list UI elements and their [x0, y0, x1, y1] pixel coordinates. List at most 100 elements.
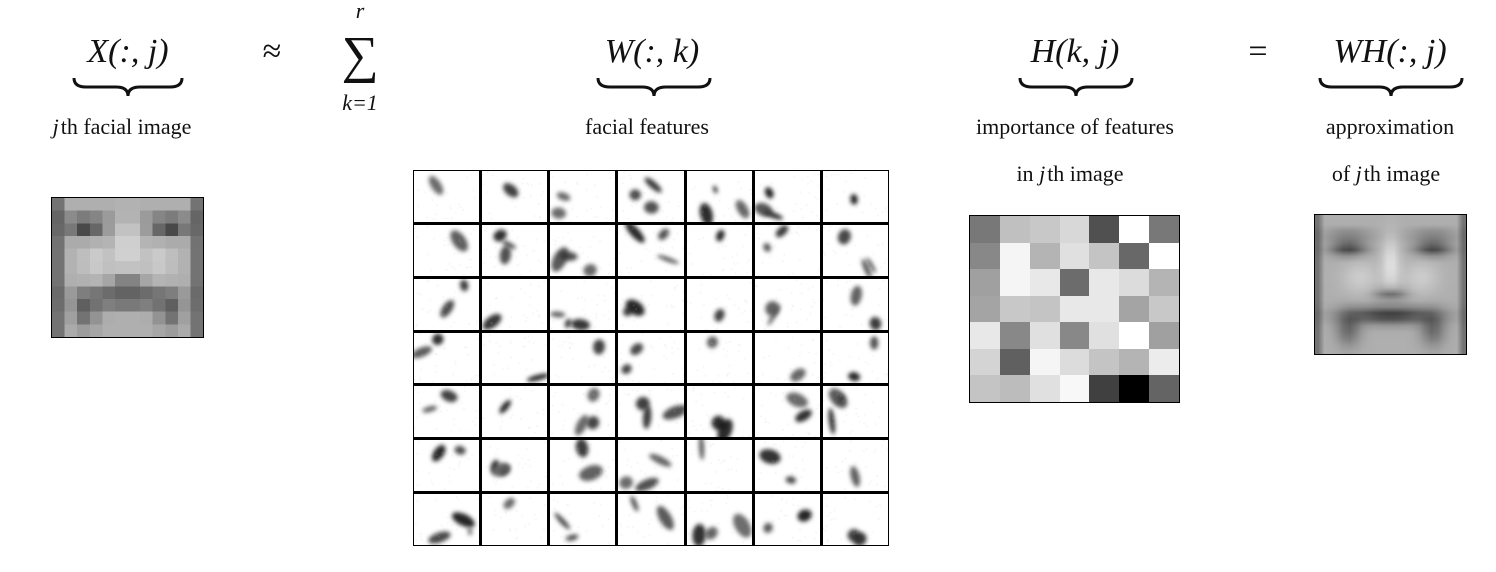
feature-tile	[414, 440, 480, 492]
matrix-cell	[970, 269, 1000, 296]
feature-tile	[822, 332, 888, 384]
matrix-cell	[999, 216, 1030, 243]
matrix-cell	[1149, 322, 1179, 349]
facial-image	[51, 197, 204, 338]
x-column-expression: X(:, j)	[87, 33, 169, 70]
matrix-cell	[1029, 242, 1060, 270]
h-label-rest: th image	[1047, 161, 1124, 186]
matrix-cell	[970, 216, 1000, 243]
feature-tile	[618, 386, 684, 438]
feature-tile	[686, 494, 752, 545]
feature-tile	[414, 332, 480, 384]
matrix-cell	[970, 242, 1000, 270]
matrix-cell	[1149, 269, 1179, 296]
x-label-text: th facial image	[60, 114, 192, 139]
feature-tile	[414, 224, 480, 276]
feature-tile	[822, 440, 888, 492]
matrix-cell	[1059, 322, 1090, 349]
wh-underbrace	[1318, 77, 1464, 97]
matrix-cell	[1119, 242, 1150, 270]
matrix-cell	[970, 295, 1000, 323]
h-label-line2: in jth image	[1016, 161, 1123, 187]
x-underbrace	[72, 77, 184, 97]
matrix-cell	[1119, 348, 1150, 376]
w-underbrace	[596, 77, 712, 97]
feature-tile	[550, 386, 616, 438]
sum-upper-limit: r	[355, 0, 365, 23]
w-column-expression: W(:, k)	[604, 33, 700, 70]
feature-tile	[482, 171, 548, 222]
feature-tile	[754, 494, 820, 545]
matrix-cell	[999, 269, 1030, 296]
feature-tile	[414, 494, 480, 545]
h-label-line1: importance of features	[976, 114, 1174, 139]
matrix-cell	[1089, 348, 1120, 376]
matrix-cell	[999, 322, 1030, 349]
matrix-cell	[1029, 348, 1060, 376]
equals-symbol: =	[1248, 33, 1268, 70]
h-underbrace	[1018, 77, 1134, 97]
matrix-cell	[1029, 295, 1060, 323]
feature-tile	[686, 278, 752, 330]
w-label: facial features	[585, 114, 709, 139]
wh-column-expression: WH(:, j)	[1333, 33, 1447, 70]
approx-symbol: ≈	[262, 33, 282, 70]
matrix-cell	[1119, 269, 1150, 296]
matrix-cell	[999, 242, 1030, 270]
feature-tile	[686, 440, 752, 492]
matrix-cell	[999, 348, 1030, 376]
matrix-cell	[1089, 216, 1120, 243]
matrix-cell	[970, 375, 1000, 402]
matrix-cell	[1149, 216, 1179, 243]
feature-tile	[482, 440, 548, 492]
matrix-cell	[1059, 242, 1090, 270]
feature-tile	[822, 494, 888, 545]
approximated-image	[1314, 214, 1467, 355]
feature-tile	[550, 332, 616, 384]
feature-tile	[550, 171, 616, 222]
feature-tile	[754, 332, 820, 384]
matrix-cell	[1089, 269, 1120, 296]
wh-label-var: j	[1355, 161, 1362, 186]
matrix-cell	[1149, 242, 1179, 270]
matrix-cell	[1119, 322, 1150, 349]
feature-tile	[754, 386, 820, 438]
matrix-cell	[970, 348, 1000, 376]
feature-tile	[822, 278, 888, 330]
feature-tile	[550, 494, 616, 545]
matrix-cell	[999, 375, 1030, 402]
x-label-var: j	[52, 114, 59, 139]
matrix-cell	[1029, 216, 1060, 243]
wh-label-rest: th image	[1363, 161, 1441, 186]
matrix-cell	[1059, 216, 1090, 243]
feature-tile	[754, 224, 820, 276]
matrix-cell	[1149, 375, 1179, 402]
wh-label-line2: of jth image	[1332, 161, 1440, 187]
feature-tile	[618, 171, 684, 222]
importance-matrix	[969, 215, 1180, 403]
matrix-cell	[999, 295, 1030, 323]
feature-tile	[822, 386, 888, 438]
sum-symbol: ∑	[341, 27, 379, 84]
matrix-cell	[1029, 375, 1060, 402]
feature-tile	[618, 440, 684, 492]
wh-label-line1: approximation	[1325, 114, 1455, 139]
feature-tile	[822, 224, 888, 276]
feature-tile	[414, 171, 480, 222]
wh-label-prefix: of	[1331, 161, 1356, 186]
feature-tile	[686, 332, 752, 384]
feature-tile	[482, 224, 548, 276]
matrix-cell	[1089, 375, 1120, 402]
feature-tile	[482, 494, 548, 545]
feature-tile	[618, 494, 684, 545]
matrix-cell	[1029, 269, 1060, 296]
h-entry-expression: H(k, j)	[1030, 33, 1120, 70]
h-label-var: j	[1039, 161, 1046, 186]
feature-tile	[754, 440, 820, 492]
matrix-cell	[1149, 348, 1179, 376]
feature-tile	[482, 278, 548, 330]
feature-tile	[822, 171, 888, 222]
x-label: jth facial image	[53, 114, 192, 140]
feature-tile	[482, 332, 548, 384]
matrix-cell	[970, 322, 1000, 349]
